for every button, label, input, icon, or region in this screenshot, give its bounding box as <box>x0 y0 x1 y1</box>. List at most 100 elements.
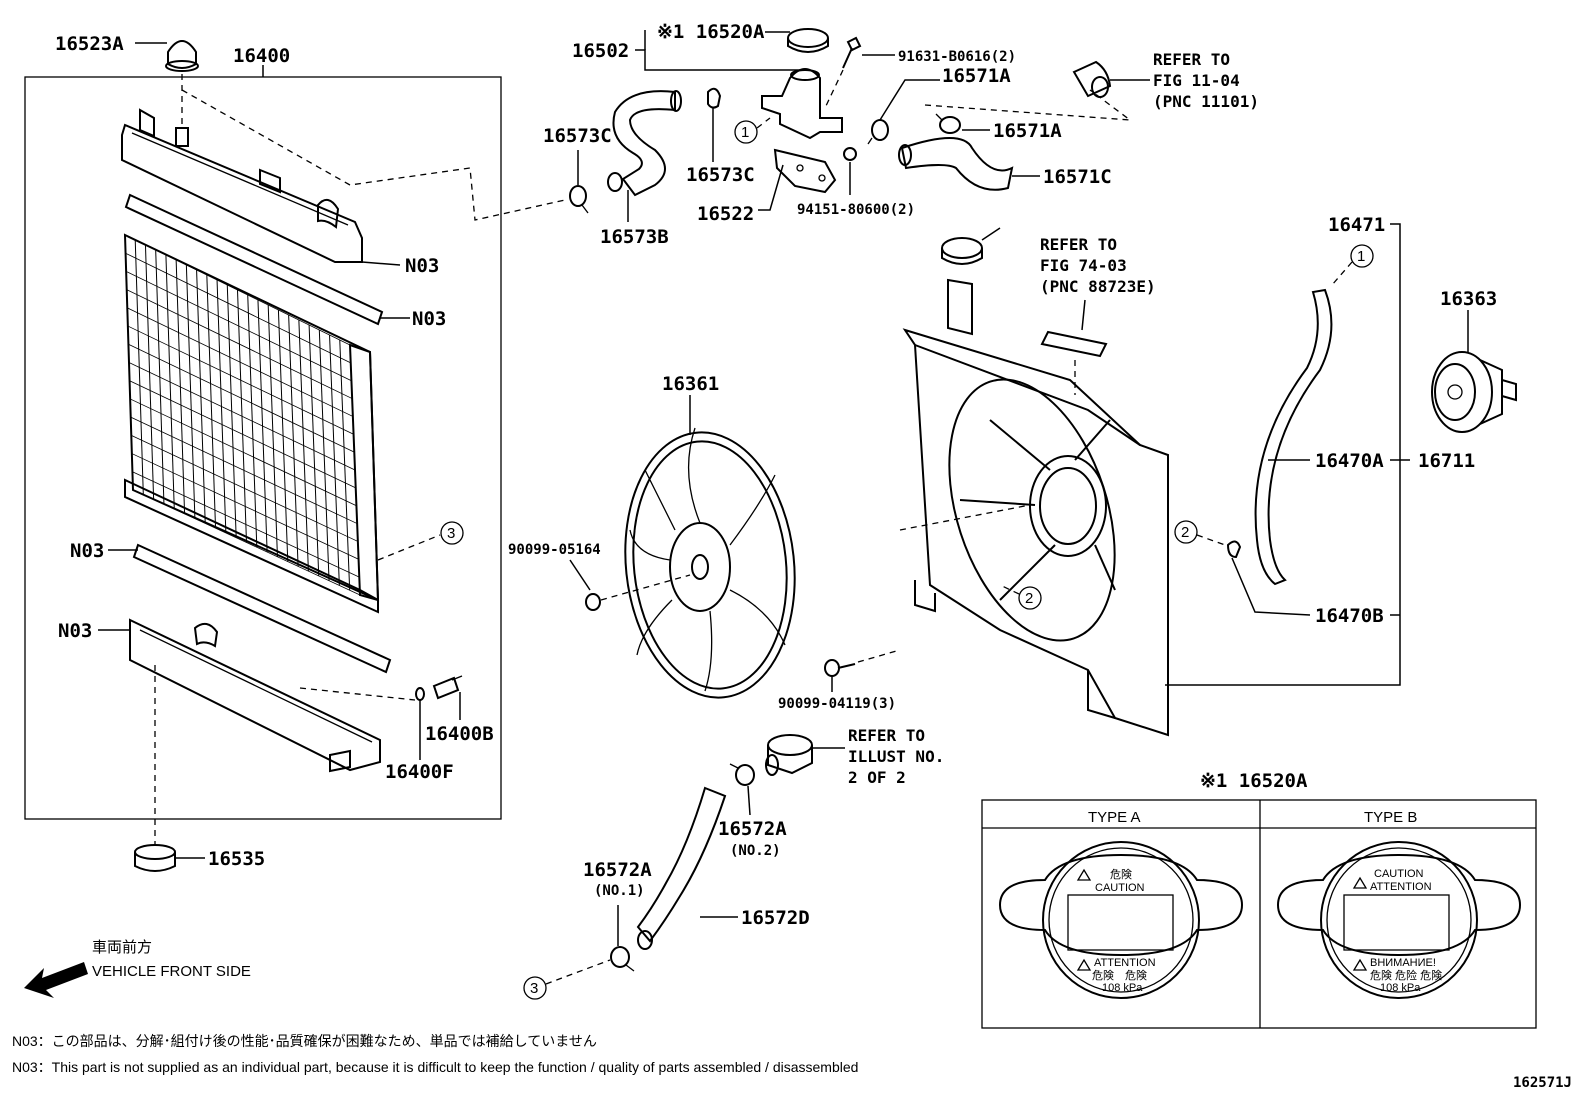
clamp-16571a-1 <box>867 119 889 145</box>
cap-type-b <box>1276 841 1522 999</box>
cap-a-top-jp: 危険 <box>1110 868 1132 881</box>
ref-fig-74-03-l2: FIG 74-03 <box>1040 256 1127 275</box>
bolt-91631 <box>842 36 862 69</box>
cap-b-top-en2: ATTENTION <box>1370 881 1432 893</box>
hose-16571c <box>898 137 1014 191</box>
label-16400b: 16400B <box>425 723 494 745</box>
clamp-16573c-right <box>707 87 722 109</box>
ref-fig-74-03-l1: REFER TO <box>1040 235 1117 254</box>
cap-box-title: ※1 16520A <box>1200 770 1308 792</box>
nut-94151 <box>843 147 857 161</box>
label-n03-4: N03 <box>58 620 92 642</box>
core-fin-horizontal <box>128 362 356 471</box>
label-16571a-1: 16571A <box>942 65 1011 87</box>
label-sticker <box>1040 330 1108 358</box>
cap-a-bottom-jp: 危険 危険 <box>1092 969 1147 982</box>
type-a-label: TYPE A <box>1088 809 1141 826</box>
bracket-16522 <box>773 148 837 194</box>
outlet-pipe-illust <box>765 734 813 776</box>
clamp-16572a-no2 <box>729 763 755 786</box>
label-16400: 16400 <box>233 45 290 67</box>
label-16711: 16711 <box>1418 450 1475 472</box>
callout-3-lower-num: 3 <box>530 980 538 997</box>
radiator-core-fins <box>124 234 361 596</box>
vehicle-front-arrow-icon <box>24 962 88 998</box>
label-16471: 16471 <box>1328 214 1385 236</box>
callout-1-hose-num: 1 <box>1357 248 1365 265</box>
mount-16535 <box>134 844 176 872</box>
label-16363: 16363 <box>1440 288 1497 310</box>
label-16572a-no2: 16572A <box>718 818 787 840</box>
core-fin-horizontal <box>131 453 359 560</box>
label-16572a-no1: 16572A <box>583 859 652 881</box>
label-90099-05164: 90099-05164 <box>508 542 601 558</box>
gasket-lower <box>132 543 392 674</box>
ref-fig-11-04-l1: REFER TO <box>1153 50 1230 69</box>
label-94151: 94151-80600(2) <box>797 202 915 218</box>
callout-2-shroud-num: 2 <box>1025 590 1033 607</box>
callout-1-top <box>734 120 758 144</box>
water-pipe-16502 <box>761 68 843 140</box>
label-91631: 91631-B0616(2) <box>898 49 1016 65</box>
fan-shroud <box>902 328 1169 737</box>
cap-b-bottom-jp: 危険 危险 危険 <box>1370 968 1442 982</box>
core-fin-horizontal <box>132 471 360 578</box>
cap-b-top-en: CAUTION <box>1374 868 1424 880</box>
label-16571a-2: 16571A <box>993 120 1062 142</box>
ref-illust-l2: ILLUST NO. <box>848 747 944 766</box>
label-16573c-2: 16573C <box>686 164 755 186</box>
label-16573c-1: 16573C <box>543 125 612 147</box>
bolt-90099-04119 <box>824 659 856 677</box>
pipe-fig-11-04 <box>1072 60 1112 98</box>
radiator-cap-16520a-small <box>787 28 829 53</box>
note-n03-en: N03：This part is not supplied as an indi… <box>12 1059 859 1075</box>
core-fin-horizontal <box>126 289 353 399</box>
core-fin-horizontal <box>132 489 361 596</box>
illustration-code: 162571J <box>1512 1075 1572 1091</box>
fan-motor-16363 <box>1431 351 1517 433</box>
overflow-hose-16470a <box>1254 288 1333 586</box>
label-n03-3: N03 <box>70 540 104 562</box>
drain-cock-16400b <box>432 675 463 700</box>
callout-2-hose <box>1174 520 1198 544</box>
core-fin-horizontal <box>129 380 356 489</box>
hose-16573c <box>607 90 682 197</box>
label-16502: 16502 <box>572 40 629 62</box>
cap-b-kpa: 108 kPa <box>1380 982 1421 994</box>
cap-type-box <box>981 799 1537 1029</box>
cap-a-kpa: 108 kPa <box>1102 982 1143 994</box>
ref-fig-11-04-l2: FIG 11-04 <box>1153 71 1240 90</box>
cap-b-bottom-ru: ВНИМАНИЕ! <box>1370 957 1436 969</box>
core-fin-horizontal <box>130 416 358 524</box>
clamp-16572a-no1 <box>610 946 635 972</box>
radiator-upper-tank <box>121 108 363 263</box>
core-fin-horizontal <box>125 252 351 364</box>
core-fin-horizontal <box>124 234 351 346</box>
cooling-fan-16361 <box>624 427 796 699</box>
callout-1-hose <box>1350 244 1374 268</box>
cap-type-a <box>998 841 1244 999</box>
callout-3-lower <box>523 976 547 1000</box>
core-fin-horizontal <box>127 307 354 417</box>
reservoir-cap-16471 <box>941 237 983 265</box>
ref-fig-74-03-l3: (PNC 88723E) <box>1040 277 1156 296</box>
core-fin-horizontal <box>127 325 354 435</box>
label-n03-2: N03 <box>412 308 446 330</box>
note-n03-jp: N03：この部品は、分解･組付け後の性能･品質確保が困難なため、単品では補給して… <box>12 1033 597 1049</box>
label-16400f: 16400F <box>385 761 454 783</box>
label-16571c: 16571C <box>1043 166 1112 188</box>
label-16572d: 16572D <box>741 907 810 929</box>
label-16520a-top: ※1 16520A <box>657 21 765 43</box>
gasket-upper <box>124 193 384 326</box>
ref-fig-11-04-l3: (PNC 11101) <box>1153 92 1259 111</box>
label-16470a: 16470A <box>1315 450 1384 472</box>
o-ring-16400f <box>415 687 425 701</box>
clip-16470b <box>1226 540 1242 559</box>
callout-2-shroud <box>1018 586 1042 610</box>
label-n03-1: N03 <box>405 255 439 277</box>
label-16470b: 16470B <box>1315 605 1384 627</box>
label-90099-04119: 90099-04119(3) <box>778 696 896 712</box>
reservoir-neck <box>947 278 973 336</box>
core-fin-horizontal <box>128 343 355 453</box>
callout-2-hose-num: 2 <box>1181 524 1189 541</box>
